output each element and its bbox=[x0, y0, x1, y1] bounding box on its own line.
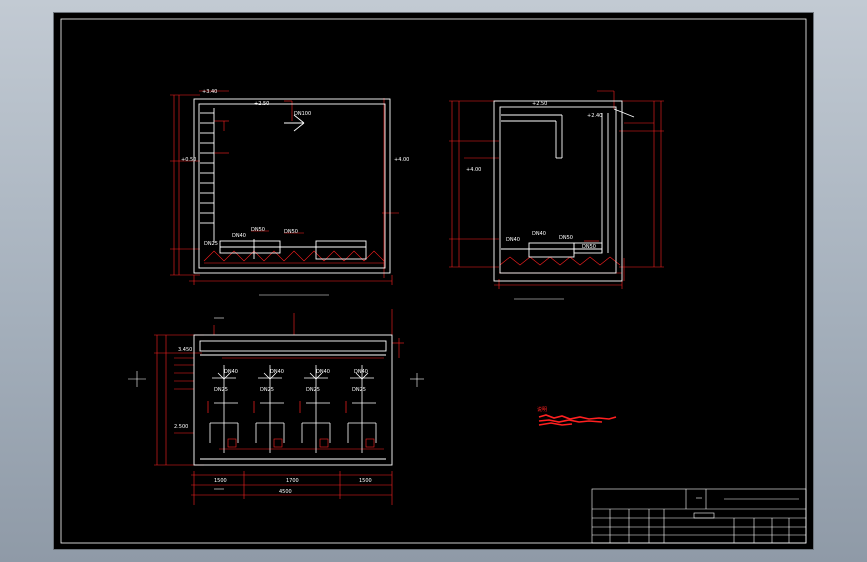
plan-nozzle-label: DN25 bbox=[214, 387, 228, 393]
section-2-nozzle-label: DN40 bbox=[506, 237, 520, 243]
section-1-nozzle-label: DN50 bbox=[284, 229, 298, 235]
notes-text-block bbox=[538, 414, 617, 426]
plan-dimension-text: 3.450 bbox=[178, 347, 192, 353]
section-1-nozzle-label: DN50 bbox=[251, 227, 265, 233]
section-1-dimensions bbox=[170, 90, 399, 285]
pipe-segment bbox=[217, 372, 231, 380]
plan-dimension-text: 2.500 bbox=[174, 424, 188, 430]
drawing-notes[interactable]: 说明 bbox=[537, 406, 617, 426]
title-block[interactable] bbox=[591, 488, 807, 544]
section-1-inner-elevation: +0.50 bbox=[181, 157, 196, 163]
plan-nozzle-label: DN25 bbox=[352, 387, 366, 393]
plan-dimension-text: 1500 bbox=[214, 478, 227, 484]
plan-dimension-text: 4500 bbox=[279, 489, 292, 495]
pipe-segment bbox=[227, 438, 237, 448]
section-1-nozzle-label: DN100 bbox=[294, 111, 311, 117]
section-2-right-elevation: +2.40 bbox=[587, 113, 602, 119]
section-1-left-elevation: +3.40 bbox=[202, 89, 217, 95]
section-1-fill-hatch bbox=[203, 250, 385, 262]
section-1-right-elevation: +4.00 bbox=[394, 157, 409, 163]
cad-drawing[interactable]: +3.40 +2.50 +4.00 +0.50 DN40 DN50 DN50 D… bbox=[54, 13, 813, 549]
section-1-nozzle-label: DN25 bbox=[204, 241, 218, 247]
section-2-fill-hatch bbox=[499, 256, 621, 266]
pipe-segment bbox=[365, 438, 375, 448]
section-1-tank bbox=[193, 98, 391, 274]
plan-dimensions bbox=[154, 309, 404, 505]
plan-pipe-network bbox=[207, 365, 377, 453]
plan-nozzle-label: DN40 bbox=[316, 369, 330, 375]
plan-nozzle-label: DN40 bbox=[224, 369, 238, 375]
sheet-border bbox=[60, 18, 807, 544]
section-2-top-elevation: +2.50 bbox=[532, 101, 547, 107]
section-2-left-elevation: +4.00 bbox=[466, 167, 481, 173]
notes-heading: 说明 bbox=[537, 406, 547, 413]
plan-view[interactable]: DN40 DN40 DN40 DN40 DN25 DN25 DN25 DN25 … bbox=[128, 309, 424, 505]
drawing-sheet[interactable]: +3.40 +2.50 +4.00 +0.50 DN40 DN50 DN50 D… bbox=[54, 13, 813, 549]
pipe-segment bbox=[273, 438, 283, 448]
title-block-cell bbox=[693, 512, 715, 519]
plan-dimension-text: 1500 bbox=[359, 478, 372, 484]
section-2-nozzle-label: DN50 bbox=[582, 244, 596, 250]
section-view-2[interactable]: +2.50 +2.40 +4.00 DN40 DN50 DN40 DN50 bbox=[449, 90, 664, 300]
section-2-nozzle-label: DN50 bbox=[559, 235, 573, 241]
pipe-segment bbox=[309, 372, 323, 380]
plan-nozzle-label: DN25 bbox=[306, 387, 320, 393]
section-view-1[interactable]: +3.40 +2.50 +4.00 +0.50 DN40 DN50 DN50 D… bbox=[170, 89, 409, 296]
plan-dimension-text: 1700 bbox=[286, 478, 299, 484]
title-block-frame bbox=[591, 488, 807, 544]
section-1-nozzle-label: DN40 bbox=[232, 233, 246, 239]
pipe-segment bbox=[319, 438, 329, 448]
plan-nozzle-label: DN40 bbox=[270, 369, 284, 375]
section-1-top-elevation: +2.50 bbox=[254, 101, 269, 107]
section-2-tank bbox=[493, 100, 635, 282]
crosshair-icon bbox=[128, 317, 424, 490]
plan-tank bbox=[193, 334, 393, 466]
plan-nozzle-label: DN25 bbox=[260, 387, 274, 393]
pipe-segment bbox=[355, 372, 369, 380]
pipe-segment bbox=[263, 372, 277, 380]
section-2-dimensions bbox=[449, 90, 664, 289]
section-2-nozzle-label: DN40 bbox=[532, 231, 546, 237]
plan-nozzle-label: DN40 bbox=[354, 369, 368, 375]
